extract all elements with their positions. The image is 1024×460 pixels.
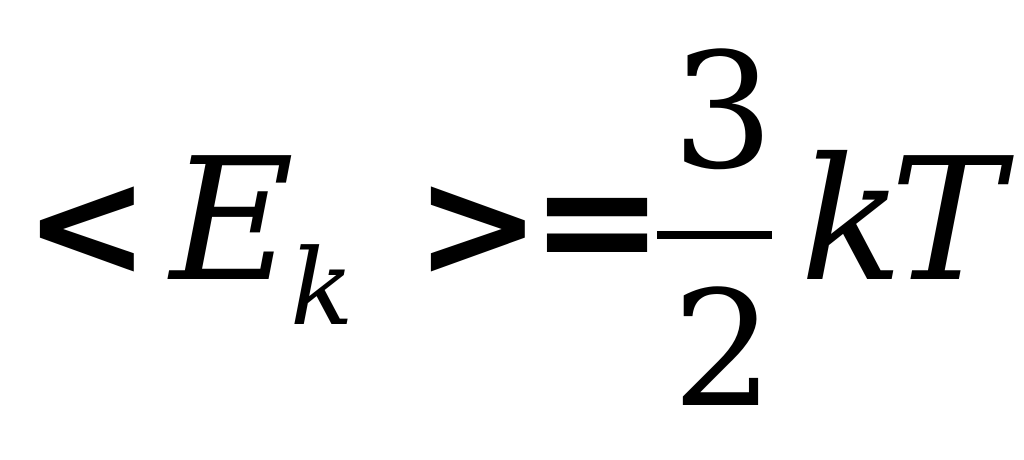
boltzmann-constant-symbol: k — [800, 122, 904, 320]
fraction-numerator: 3 — [672, 18, 774, 205]
energy-symbol: E — [170, 122, 295, 320]
close-angle-bracket: > — [415, 138, 541, 312]
temperature-symbol: T — [890, 122, 1004, 320]
energy-subscript: k — [290, 227, 354, 349]
open-angle-bracket: < — [24, 138, 150, 312]
fraction-denominator: 2 — [672, 256, 774, 443]
fraction-bar — [657, 231, 772, 239]
equals-sign: = — [530, 126, 665, 313]
